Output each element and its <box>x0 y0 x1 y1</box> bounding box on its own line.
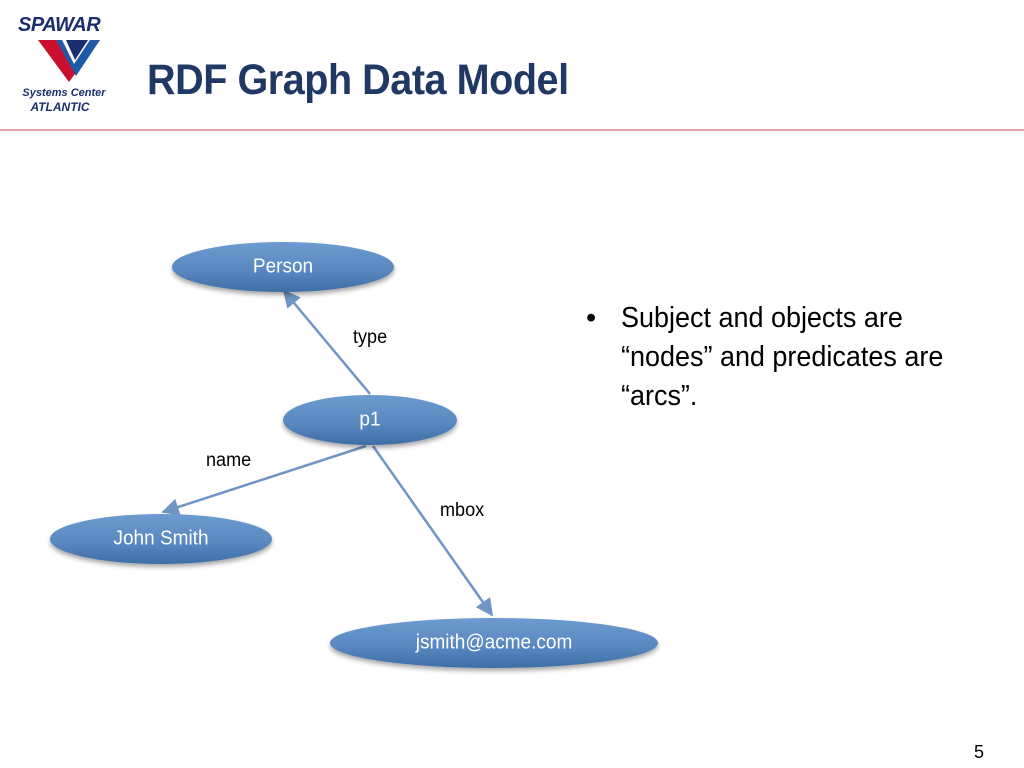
logo-emblem-icon <box>38 40 100 82</box>
node-person <box>172 242 394 292</box>
logo-brand-text: SPAWAR <box>18 14 101 36</box>
node-person-label: Person <box>252 255 314 278</box>
edge-name-label: name <box>206 450 252 471</box>
page-title: RDF Graph Data Model <box>147 56 569 104</box>
node-email <box>330 618 658 668</box>
bullet-text: Subject and objects are “nodes” and pred… <box>621 302 944 412</box>
logo-subtitle-1: Systems Center <box>22 87 106 99</box>
page-number: 5 <box>974 742 985 762</box>
node-p1-label: p1 <box>359 408 381 431</box>
node-john-smith <box>50 514 272 564</box>
title-divider <box>0 129 1024 131</box>
bullet-list: • Subject and objects are “nodes” and pr… <box>578 299 998 416</box>
node-email-label: jsmith@acme.com <box>415 631 573 654</box>
edge-type-arrow <box>282 289 371 395</box>
bullet-item: • Subject and objects are “nodes” and pr… <box>578 299 998 416</box>
edge-name-arrow <box>161 444 367 516</box>
spawar-logo: SPAWAR Systems Center ATLANTIC <box>10 10 122 120</box>
node-john-smith-label: John Smith <box>113 527 209 550</box>
edge-mbox-arrow <box>371 445 494 617</box>
edge-type-label: type <box>353 327 388 348</box>
node-p1 <box>283 395 457 445</box>
bullet-marker: • <box>586 302 597 334</box>
logo-subtitle-2: ATLANTIC <box>30 100 90 114</box>
edge-mbox-label: mbox <box>440 500 485 521</box>
